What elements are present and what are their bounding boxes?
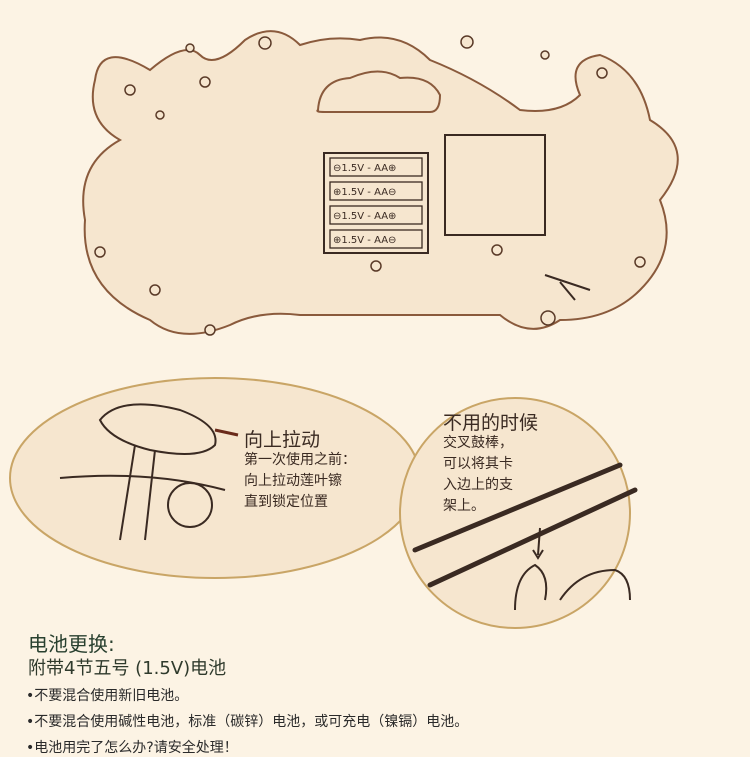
pull-up-line: 第一次使用之前：: [244, 452, 356, 468]
battery-label-3: ⊖1.5V - AA⊕: [333, 211, 396, 222]
battery-label-2: ⊕1.5V - AA⊖: [333, 187, 396, 198]
pull-up-instructions: 第一次使用之前： 向上拉动莲叶镲 直到锁定位置: [244, 450, 356, 513]
pull-up-heading: 向上拉动: [244, 429, 321, 451]
drumstick-knob: [167, 482, 213, 528]
battery-bullet: •不要混合使用碱性电池，标准（碳锌）电池，或可充电（镍镉）电池。: [26, 714, 469, 730]
battery-label-4: ⊕1.5V - AA⊖: [333, 235, 396, 246]
drumsticks: [412, 462, 638, 588]
battery-bullet: •不要混合使用新旧电池。: [26, 688, 189, 704]
battery-section-title: 电池更换:: [28, 632, 115, 656]
stand-illustration: [514, 563, 631, 611]
battery-section-subtitle: 附带4节五号 (1.5V)电池: [28, 658, 227, 679]
pull-up-line: 直到锁定位置: [244, 494, 328, 510]
not-in-use-instructions: 交叉鼓棒， 可以将其卡 入边上的支 架上。: [443, 433, 513, 517]
cymbal-illustration: [59, 403, 226, 541]
battery-cover: [444, 134, 546, 236]
not-in-use-line: 架上。: [443, 498, 485, 514]
battery-label-1: ⊖1.5V - AA⊕: [333, 163, 396, 174]
not-in-use-heading: 不用的时候: [443, 412, 539, 434]
battery-slots: [329, 157, 423, 249]
toy-handle: [316, 70, 442, 113]
screws: [94, 35, 646, 336]
not-in-use-line: 交叉鼓棒，: [443, 435, 513, 451]
battery-bullet: •电池用完了怎么办?请安全处理！: [26, 740, 238, 756]
down-arrow-icon: [532, 527, 544, 560]
pull-arrow-icon: [214, 428, 239, 437]
pull-up-line: 向上拉动莲叶镲: [244, 473, 342, 489]
not-in-use-line: 可以将其卡: [443, 456, 513, 472]
screwdriver-icon: [544, 274, 591, 301]
not-in-use-line: 入边上的支: [443, 477, 513, 493]
